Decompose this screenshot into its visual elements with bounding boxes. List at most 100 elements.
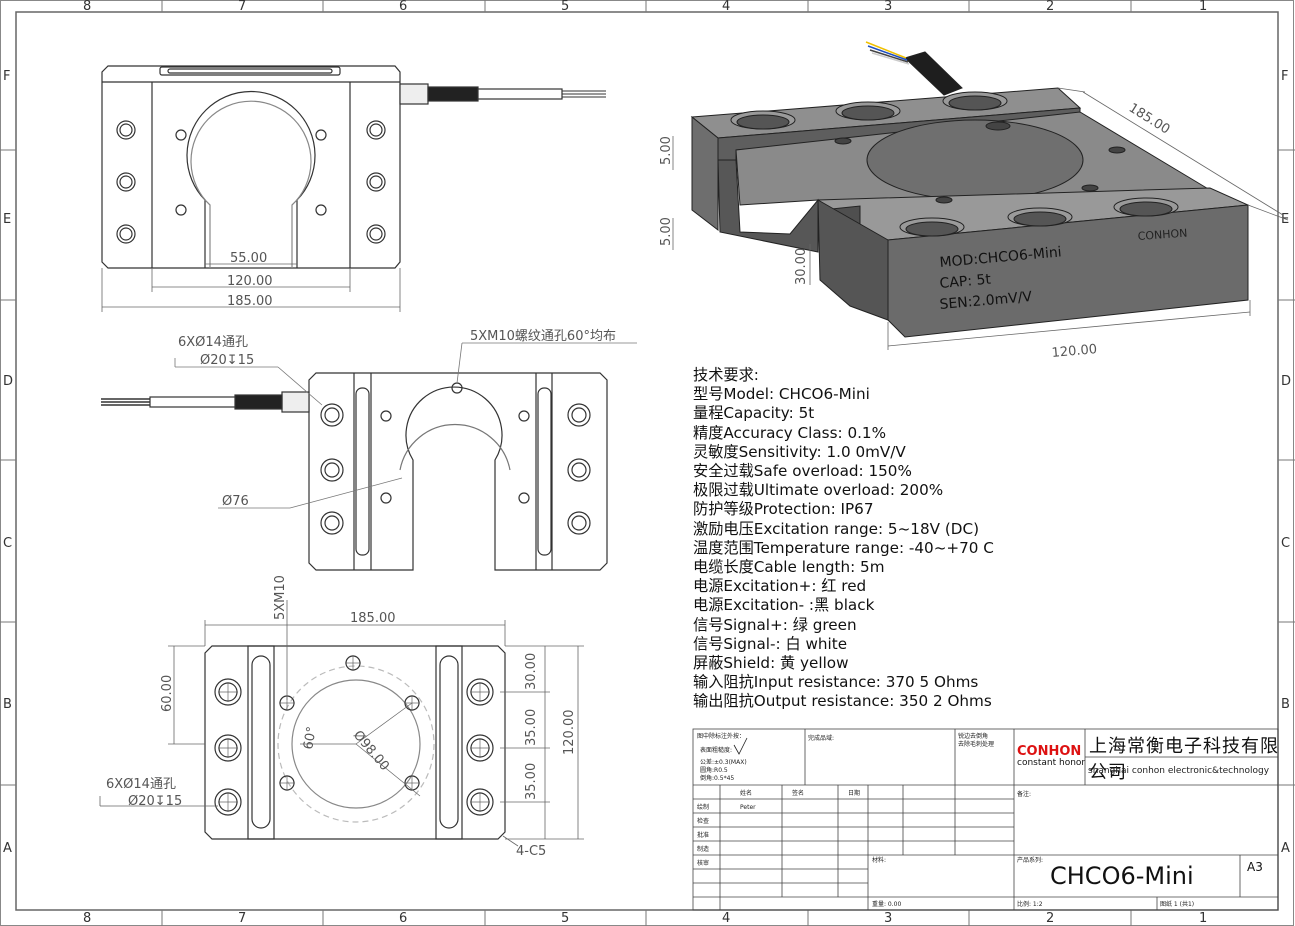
- zone-bottom-3: 3: [884, 911, 892, 926]
- zone-right-E: E: [1281, 212, 1289, 227]
- tech-line: 信号Signal-: 白 white: [693, 634, 848, 653]
- tech-line: 量程Capacity: 5t: [693, 404, 815, 423]
- zone-bottom-5: 5: [561, 911, 569, 926]
- zone-top-7: 7: [238, 0, 246, 14]
- top-dim-120: 120.00: [227, 274, 273, 289]
- tb-col-name: 姓名: [740, 789, 752, 797]
- zone-bottom-6: 6: [399, 911, 407, 926]
- bottom-view-outline: [204, 645, 506, 840]
- bottom-view-bore: [291, 679, 421, 809]
- mid-hole-note-2: Ø20↧15: [200, 353, 254, 368]
- tb-fillet: 圆角:R0.5: [700, 766, 728, 774]
- bottom-hole-note-1: 6XØ14通孔: [106, 777, 176, 792]
- bottom-chamfer: 4-C5: [516, 844, 546, 859]
- zone-labels: 8 7 6 5 4 3 2 1 8 7 6 5 4 3 2 1 F E D C …: [3, 0, 1291, 926]
- tb-general-note: 图中除标注外按：: [697, 732, 745, 740]
- tb-row-approve: 批准: [697, 831, 709, 839]
- title-block-grid: [692, 728, 1279, 911]
- top-view-bore: [186, 90, 316, 268]
- tech-line: 信号Signal+: 绿 green: [693, 615, 857, 634]
- zone-bottom-1: 1: [1199, 911, 1207, 926]
- mid-thread-note: 5XM10螺纹通孔60°均布: [470, 329, 616, 344]
- zone-left-E: E: [3, 212, 11, 227]
- zone-left-C: C: [3, 536, 12, 551]
- tb-col-date: 日期: [848, 789, 860, 797]
- zone-bottom-4: 4: [722, 911, 730, 926]
- zone-left-B: B: [3, 697, 12, 712]
- roughness-icon: [733, 737, 748, 755]
- zone-bottom-7: 7: [238, 911, 246, 926]
- iso-brand: CONHON: [1137, 227, 1188, 243]
- tech-line: 输入阻抗Input resistance: 370 5 Ohms: [693, 673, 979, 692]
- tb-deburr2: 去除毛刺处理: [958, 740, 994, 748]
- tb-row-draw: 绘制: [697, 803, 709, 811]
- tb-brand-logo: CONHON: [1017, 744, 1082, 759]
- top-view: [101, 65, 606, 269]
- zone-top-3: 3: [884, 0, 892, 14]
- zone-top-1: 1: [1199, 0, 1207, 14]
- zone-top-2: 2: [1046, 0, 1054, 14]
- tb-finish: 完成品域:: [808, 734, 834, 742]
- tb-row-check: 检查: [697, 817, 709, 825]
- tech-line: 激励电压Excitation range: 5~18V (DC): [693, 519, 980, 538]
- zone-right-A: A: [1281, 841, 1290, 856]
- tb-row-review: 核审: [697, 859, 709, 867]
- tech-line: 安全过载Safe overload: 150%: [693, 462, 912, 481]
- zone-right-D: D: [1281, 374, 1291, 389]
- tb-surface: 表面粗糙度:: [700, 746, 732, 754]
- inner-border: [15, 11, 1279, 911]
- tb-scale: 比例: 1:2: [1017, 900, 1043, 908]
- zone-top-6: 6: [399, 0, 407, 14]
- tech-requirements: 技术要求: 型号Model: CHCO6-Mini 量程Capacity: 5t…: [693, 366, 1023, 712]
- tb-weight: 重量: 0.00: [872, 900, 901, 908]
- tech-line: 精度Accuracy Class: 0.1%: [693, 423, 887, 442]
- bottom-view-centermarks: [218, 655, 490, 812]
- tb-drawer: Peter: [740, 804, 756, 811]
- tb-series: 产品系列:: [1017, 856, 1043, 864]
- mid-bore-label: Ø76: [222, 494, 249, 509]
- zone-left-D: D: [3, 374, 13, 389]
- tb-chamfer: 倒角:0.5*45: [700, 774, 734, 782]
- bottom-dim-35b: 35.00: [524, 763, 539, 800]
- tech-title: 技术要求:: [693, 366, 759, 384]
- iso-view: [690, 41, 1250, 338]
- zone-left-A: A: [3, 841, 12, 856]
- bottom-view-dims: [99, 600, 584, 847]
- tech-line: 电缆长度Cable length: 5m: [693, 558, 885, 577]
- bottom-circle: Ø98.00: [350, 728, 392, 774]
- mid-hole-note-1: 6XØ14通孔: [178, 335, 248, 350]
- tb-sheet: 图纸 1 (共1): [1160, 900, 1194, 908]
- zone-right-B: B: [1281, 697, 1290, 712]
- tb-col-sign: 签名: [792, 789, 804, 797]
- tb-company-en: shanghai conhon electronic&technology: [1088, 766, 1270, 776]
- zone-top-5: 5: [561, 0, 569, 14]
- zone-bottom-2: 2: [1046, 911, 1054, 926]
- iso-label-cap: CAP: 5t: [939, 272, 992, 292]
- iso-dim-5b: 5.00: [659, 217, 674, 246]
- bottom-dim-185: 185.00: [350, 611, 396, 626]
- tech-line: 屏蔽Shield: 黄 yellow: [693, 654, 849, 673]
- tb-brand-sub: constant honor: [1017, 758, 1086, 768]
- tb-tolerance: 公差:±0.3(MAX): [700, 758, 747, 766]
- zone-right-C: C: [1281, 536, 1290, 551]
- bottom-dim-60: 60.00: [160, 675, 175, 712]
- bottom-dim-30: 30.00: [524, 653, 539, 690]
- bottom-dim-120: 120.00: [562, 710, 577, 756]
- tb-row-make: 制造: [697, 845, 709, 853]
- top-dim-55: 55.00: [230, 251, 267, 266]
- top-dim-185: 185.00: [227, 294, 273, 309]
- mid-view-leaders: [174, 342, 637, 509]
- bottom-dim-35a: 35.00: [524, 709, 539, 746]
- tech-line: 极限过载Ultimate overload: 200%: [693, 481, 944, 500]
- mid-view: [101, 372, 608, 571]
- tech-line: 防护等级Protection: IP67: [693, 500, 874, 519]
- top-view-dims: [101, 263, 401, 312]
- tb-remark: 备注:: [1017, 790, 1031, 798]
- iso-dim-30: 30.00: [794, 248, 809, 285]
- zone-right-F: F: [1281, 69, 1288, 84]
- tb-model: CHCO6-Mini: [1050, 862, 1194, 890]
- tech-line: 输出阻抗Output resistance: 350 2 Ohms: [693, 692, 992, 711]
- tb-material: 材料:: [872, 856, 886, 864]
